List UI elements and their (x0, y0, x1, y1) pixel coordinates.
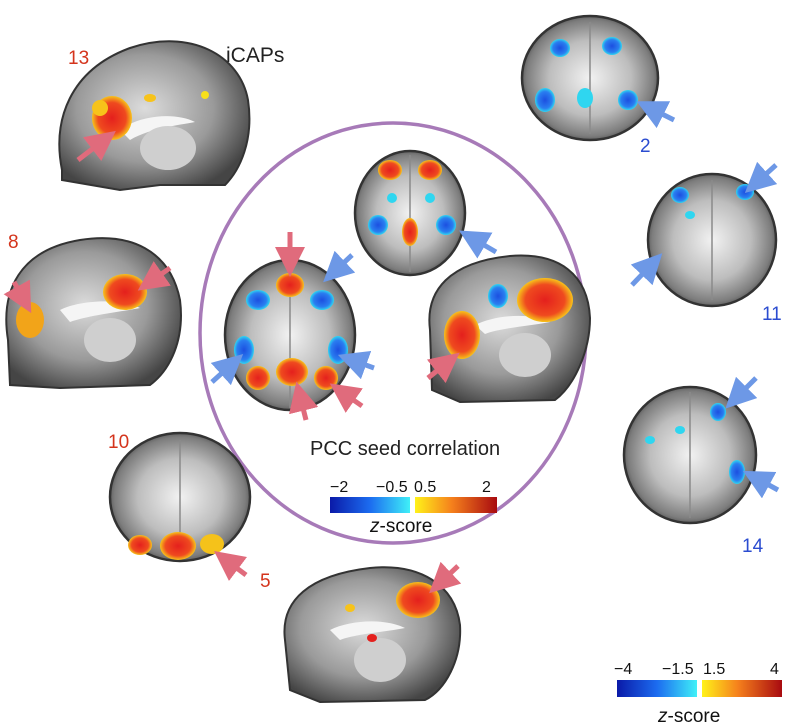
colorbar-inner-negative (330, 497, 410, 513)
colorbar-inner-title: z-score (369, 516, 432, 537)
colorbar-inner-positive (415, 497, 497, 513)
colorbar-inner-neg-min: −2 (330, 479, 348, 496)
colorbar-inner-neg-max: −0.5 (376, 479, 408, 496)
panel-number-11: 11 (762, 304, 782, 325)
figure-title: iCAPs (226, 44, 284, 67)
brain-panel-14 (622, 376, 780, 525)
brain-panel-10 (108, 431, 252, 581)
pcc-axial-left (210, 232, 375, 421)
brain-panel-5 (283, 561, 462, 704)
brain-panel-11 (630, 161, 778, 308)
brain-panel-8 (3, 237, 182, 390)
colorbar-inner-pos-min: 0.5 (414, 479, 436, 496)
colorbar-outer-positive (702, 680, 782, 697)
pcc-sagittal (426, 254, 592, 404)
colorbar-outer-title: z-score (657, 706, 720, 726)
colorbar-outer: −4 −1.5 1.5 4 z-score (614, 661, 782, 726)
pcc-axial-top (353, 149, 498, 277)
panel-number-13: 13 (68, 48, 89, 69)
pcc-seed-label: PCC seed correlation (310, 438, 500, 460)
panel-number-2: 2 (640, 136, 651, 157)
panel-number-10: 10 (108, 432, 129, 453)
brain-panel-13 (58, 40, 251, 192)
colorbar-outer-pos-max: 4 (770, 661, 779, 678)
colorbar-outer-pos-min: 1.5 (703, 661, 725, 678)
colorbar-inner: −2 −0.5 0.5 2 z-score (330, 479, 497, 537)
panel-number-8: 8 (8, 232, 19, 253)
colorbar-outer-neg-min: −4 (614, 661, 632, 678)
panel-number-14: 14 (742, 536, 764, 557)
brain-panel-2 (520, 14, 676, 142)
colorbar-outer-neg-max: −1.5 (662, 661, 694, 678)
panel-number-5: 5 (260, 571, 271, 592)
colorbar-outer-negative (617, 680, 697, 697)
colorbar-inner-pos-max: 2 (482, 479, 491, 496)
